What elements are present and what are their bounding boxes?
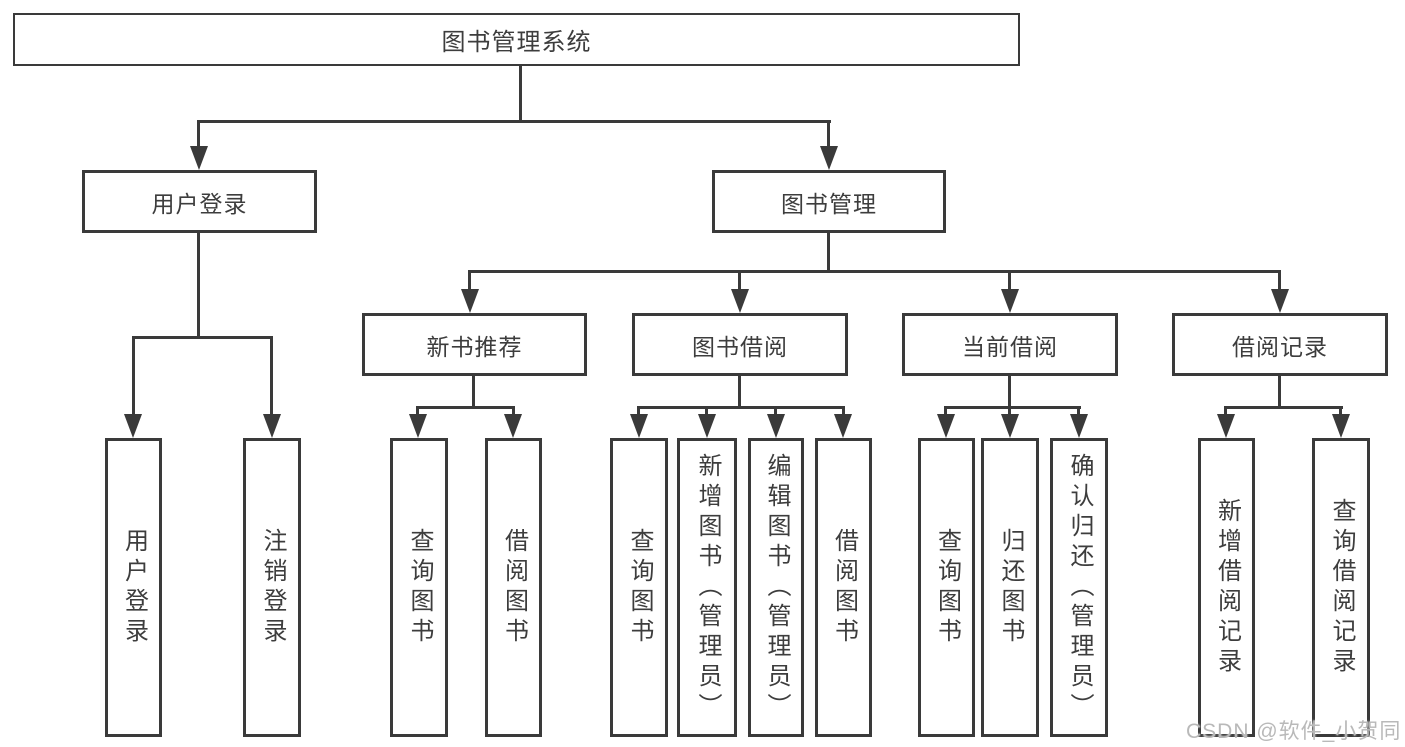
connector-leaf-stub	[1339, 406, 1342, 416]
node-book-borrowing: 图书借阅	[632, 313, 848, 376]
arrow-down-icon	[1070, 414, 1088, 438]
connector-to-leaf-user-login	[132, 336, 135, 416]
leaf-return-books-label: 归还图书	[997, 527, 1024, 648]
arrow-down-icon	[937, 414, 955, 438]
arrow-down-icon	[1332, 414, 1350, 438]
arrow-down-icon	[820, 146, 838, 170]
connector-borrow-records-stem	[1278, 376, 1281, 406]
connector-leaf-stub	[774, 406, 777, 416]
node-current-borrowing: 当前借阅	[902, 313, 1118, 376]
connector-current-borrow-stem	[1008, 376, 1011, 406]
connector-leaf-stub	[944, 406, 947, 416]
leaf-edit-books-admin: 编辑图书（管理员）	[748, 438, 804, 737]
arrow-down-icon	[630, 414, 648, 438]
arrow-down-icon	[1001, 414, 1019, 438]
connector-leaf-stub	[1008, 406, 1011, 416]
node-book-management-label: 图书管理	[781, 190, 877, 217]
connector-level2-rail	[197, 120, 831, 123]
node-borrowing-records-label: 借阅记录	[1232, 333, 1328, 360]
connector-to-book-management	[827, 120, 830, 148]
connector-leaf-stub	[1077, 406, 1080, 416]
node-new-book-recommend-label: 新书推荐	[426, 333, 523, 360]
connector-to-book-borrow	[738, 270, 741, 291]
leaf-return-books: 归还图书	[981, 438, 1039, 737]
leaf-query-books-borrowing: 查询图书	[610, 438, 668, 737]
leaf-add-books-admin-label: 新增图书（管理员）	[694, 452, 721, 723]
connector-book-borrow-stem	[738, 376, 741, 406]
leaf-logout: 注销登录	[243, 438, 301, 737]
connector-leaf-stub	[637, 406, 640, 416]
connector-to-leaf-logout	[270, 336, 273, 416]
leaf-add-books-admin: 新增图书（管理员）	[677, 438, 737, 737]
connector-borrow-records-rail	[1224, 406, 1343, 409]
leaf-borrow-books-borrowing-label: 借阅图书	[830, 527, 858, 648]
leaf-query-books-recommend: 查询图书	[390, 438, 448, 737]
arrow-down-icon	[504, 414, 522, 438]
leaf-borrow-books-borrowing: 借阅图书	[815, 438, 872, 737]
leaf-user-login-label: 用户登录	[120, 527, 148, 648]
leaf-confirm-return-admin: 确认归还（管理员）	[1050, 438, 1108, 737]
node-root-library-management-system: 图书管理系统	[13, 13, 1020, 66]
connector-leaf-stub	[842, 406, 845, 416]
node-user-login-label: 用户登录	[151, 190, 248, 217]
leaf-query-borrow-record-label: 查询借阅记录	[1328, 497, 1355, 678]
node-new-book-recommend: 新书推荐	[362, 313, 587, 376]
arrow-down-icon	[263, 414, 281, 438]
leaf-confirm-return-admin-label: 确认归还（管理员）	[1066, 452, 1093, 723]
node-book-management: 图书管理	[712, 170, 946, 233]
leaf-borrow-books-recommend-label: 借阅图书	[500, 527, 528, 648]
connector-book-borrow-rail	[637, 406, 845, 409]
node-borrowing-records: 借阅记录	[1172, 313, 1388, 376]
leaf-query-books-borrowing-label: 查询图书	[626, 527, 653, 648]
leaf-query-books-current-label: 查询图书	[933, 527, 961, 648]
arrow-down-icon	[698, 414, 716, 438]
leaf-add-borrow-record-label: 新增借阅记录	[1213, 497, 1241, 678]
connector-leaf-stub	[416, 406, 419, 416]
connector-to-current-borrow	[1008, 270, 1011, 291]
csdn-watermark: CSDN @软件_小贺同学	[1186, 720, 1402, 743]
leaf-edit-books-admin-label: 编辑图书（管理员）	[763, 452, 790, 723]
arrow-down-icon	[731, 289, 749, 313]
connector-leaf-stub	[705, 406, 708, 416]
arrow-down-icon	[124, 414, 142, 438]
node-root-label: 图书管理系统	[441, 29, 592, 56]
connector-user-login-rail	[132, 336, 273, 339]
connector-user-login-stem	[197, 233, 200, 336]
arrow-down-icon	[1001, 289, 1019, 313]
connector-level3-rail	[468, 270, 1281, 273]
arrow-down-icon	[190, 146, 208, 170]
node-book-borrowing-label: 图书借阅	[692, 333, 788, 360]
connector-to-new-books	[468, 270, 471, 291]
arrow-down-icon	[409, 414, 427, 438]
arrow-down-icon	[767, 414, 785, 438]
leaf-query-borrow-record: 查询借阅记录	[1312, 438, 1370, 737]
arrow-down-icon	[461, 289, 479, 313]
connector-leaf-stub	[1224, 406, 1227, 416]
node-current-borrowing-label: 当前借阅	[962, 333, 1058, 360]
leaf-user-login: 用户登录	[105, 438, 162, 737]
node-user-login: 用户登录	[82, 170, 317, 233]
arrow-down-icon	[834, 414, 852, 438]
connector-new-books-stem	[472, 376, 475, 406]
connector-to-borrow-records	[1278, 270, 1281, 291]
leaf-query-books-recommend-label: 查询图书	[406, 527, 433, 648]
leaf-logout-label: 注销登录	[259, 527, 286, 648]
connector-to-user-login	[197, 120, 200, 148]
connector-root-stem	[519, 66, 522, 120]
leaf-borrow-books-recommend: 借阅图书	[485, 438, 542, 737]
leaf-add-borrow-record: 新增借阅记录	[1198, 438, 1255, 737]
connector-book-management-stem	[827, 233, 830, 270]
arrow-down-icon	[1271, 289, 1289, 313]
arrow-down-icon	[1217, 414, 1235, 438]
connector-leaf-stub	[512, 406, 515, 416]
connector-new-books-rail	[416, 406, 515, 409]
connector-current-borrow-rail	[944, 406, 1081, 409]
leaf-query-books-current: 查询图书	[918, 438, 975, 737]
